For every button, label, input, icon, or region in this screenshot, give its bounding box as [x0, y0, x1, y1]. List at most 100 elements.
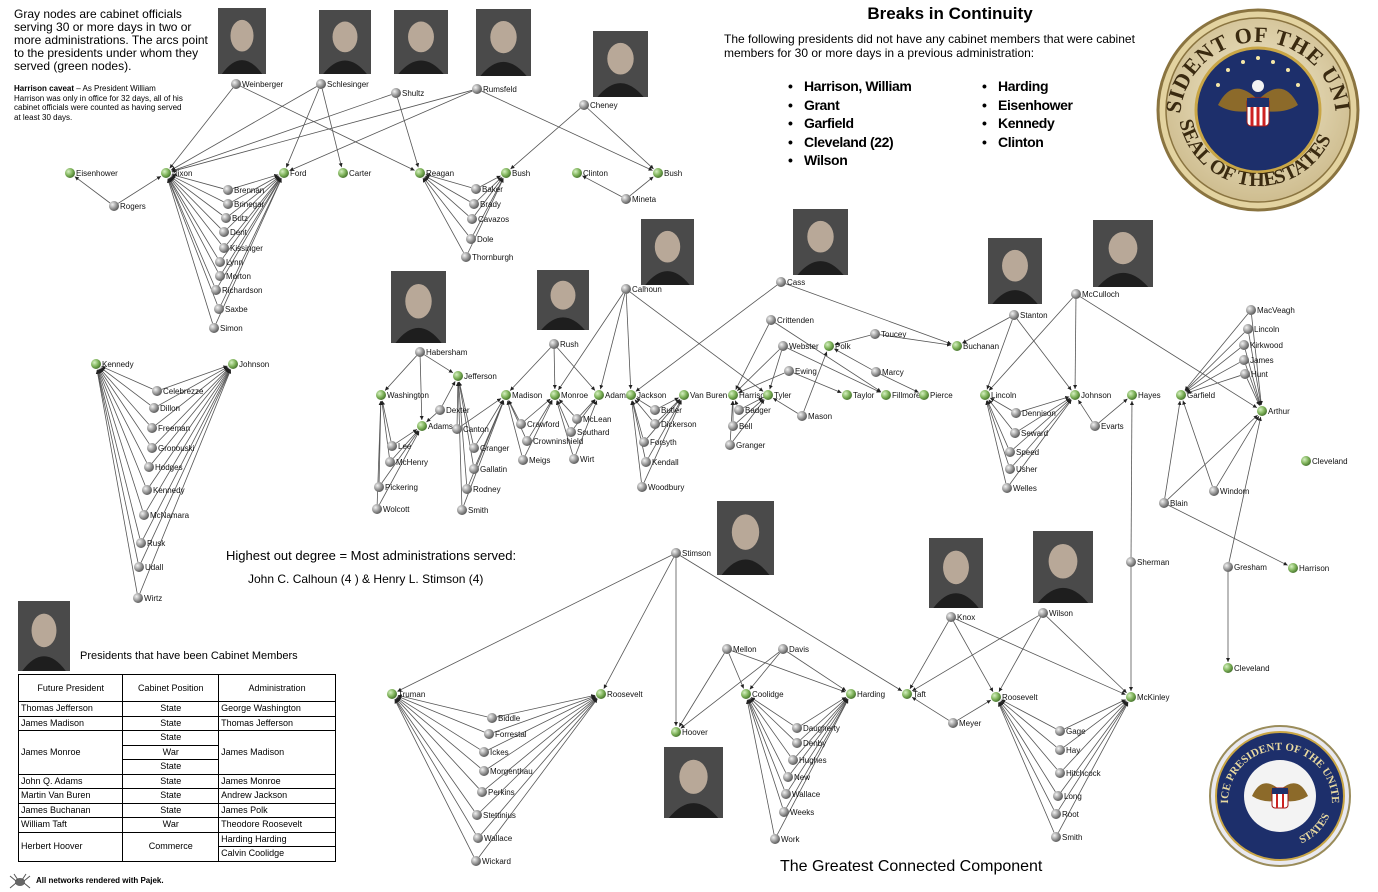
- cell-position: Commerce: [122, 831, 220, 862]
- official-node: [219, 227, 229, 237]
- cell-position: State: [122, 730, 220, 746]
- official-node: [452, 424, 462, 434]
- president-node-label: Jefferson: [464, 372, 497, 381]
- president-node: [338, 168, 348, 178]
- edge-arc: [510, 107, 581, 170]
- edge-arc: [603, 557, 675, 689]
- president-node: [1223, 663, 1233, 673]
- official-node: [462, 484, 472, 494]
- president-node: [501, 390, 511, 400]
- edge-arc: [456, 381, 463, 506]
- official-node-label: Crowninshield: [533, 437, 583, 446]
- outdegree-line2: John C. Calhoun (4 ) & Henry L. Stimson …: [248, 572, 484, 586]
- edge-arc: [118, 175, 162, 204]
- official-node: [471, 184, 481, 194]
- edge-arc: [169, 176, 221, 229]
- edge-arc: [155, 367, 229, 426]
- edge-arc: [629, 176, 654, 197]
- official-node: [374, 482, 384, 492]
- president-node: [653, 168, 663, 178]
- cell-president: James Monroe: [17, 730, 124, 775]
- president-node: [679, 390, 689, 400]
- edge-arc: [911, 696, 949, 721]
- president-node-label: Taylor: [853, 391, 875, 400]
- table-row: Martin Van Buren State Andrew Jackson: [17, 788, 336, 804]
- official-node-label: Dillon: [160, 404, 180, 413]
- president-node: [902, 689, 912, 699]
- official-node-label: Meyer: [959, 719, 982, 728]
- edge-arc: [95, 369, 138, 594]
- edge-arc: [1164, 400, 1182, 499]
- official-node: [770, 834, 780, 844]
- president-node-label: Kennedy: [102, 360, 134, 369]
- official-node: [1051, 832, 1061, 842]
- edge-arc: [1000, 700, 1057, 748]
- edge-arc: [218, 177, 282, 286]
- cell-president: James Madison: [17, 715, 124, 731]
- edge-arc: [630, 400, 642, 483]
- official-node-label: Cavazos: [478, 215, 509, 224]
- official-node-label: Wickard: [482, 857, 511, 866]
- edge-arc: [508, 400, 526, 437]
- official-node: [1126, 557, 1136, 567]
- edge-arc: [395, 698, 475, 812]
- cell-position: State: [122, 773, 220, 789]
- edge-arc: [587, 108, 654, 170]
- president-node-label: Truman: [398, 690, 425, 699]
- official-node: [435, 405, 445, 415]
- official-node-label: Long: [1064, 792, 1082, 801]
- official-node: [1223, 562, 1233, 572]
- official-node: [1246, 305, 1256, 315]
- edge-arc: [629, 291, 764, 392]
- official-node-label: Kirkwood: [1250, 341, 1283, 350]
- official-node: [1010, 428, 1020, 438]
- official-node: [766, 315, 776, 325]
- edge-arc: [748, 699, 787, 773]
- official-node-label: Work: [781, 835, 801, 844]
- president-node: [65, 168, 75, 178]
- portrait-photo: [394, 10, 448, 74]
- caveat-title: Harrison caveat: [14, 84, 75, 93]
- edge-arc: [1246, 378, 1260, 406]
- official-node-label: Dexter: [446, 406, 470, 415]
- edge-arc: [425, 175, 470, 202]
- president-node-label: Fillmore: [892, 391, 921, 400]
- president-node: [376, 390, 386, 400]
- edge-arc: [911, 615, 1039, 692]
- president-node-label: Harrison: [1299, 564, 1329, 573]
- official-node: [1239, 355, 1249, 365]
- intro-text: Gray nodes are cabinet officials serving…: [14, 7, 208, 73]
- president-node: [91, 359, 101, 369]
- edge-arc: [381, 430, 419, 484]
- official-node-label: Crawford: [527, 420, 559, 429]
- official-node: [147, 423, 157, 433]
- official-node: [221, 213, 231, 223]
- edge-arc: [631, 400, 646, 458]
- president-node-label: Eisenhower: [76, 169, 118, 178]
- official-node-label: Weeks: [790, 808, 814, 817]
- edge-arc: [397, 694, 488, 718]
- edge-arc: [790, 698, 848, 774]
- official-node: [1011, 408, 1021, 418]
- edge-arc: [96, 369, 139, 563]
- edge-arc: [487, 696, 597, 769]
- pajek-spider-icon: [9, 873, 31, 889]
- portrait-photo: [641, 219, 694, 285]
- official-node-label: Smith: [1062, 833, 1082, 842]
- edge-arc: [1186, 375, 1241, 394]
- harrison-caveat: Harrison caveat – As President William H…: [14, 84, 184, 122]
- official-node: [722, 644, 732, 654]
- official-node: [219, 243, 229, 253]
- edge-arc: [985, 400, 1007, 484]
- official-node-label: Butler: [661, 406, 682, 415]
- president-node: [991, 692, 1001, 702]
- official-node-label: Dole: [477, 235, 494, 244]
- edge-arc: [493, 695, 596, 733]
- official-node: [134, 562, 144, 572]
- official-node: [637, 482, 647, 492]
- official-node-label: Mason: [808, 412, 832, 421]
- edge-arc: [1058, 701, 1129, 811]
- official-node: [139, 510, 149, 520]
- official-node-label: Pickering: [385, 483, 418, 492]
- edge-arc: [424, 354, 454, 374]
